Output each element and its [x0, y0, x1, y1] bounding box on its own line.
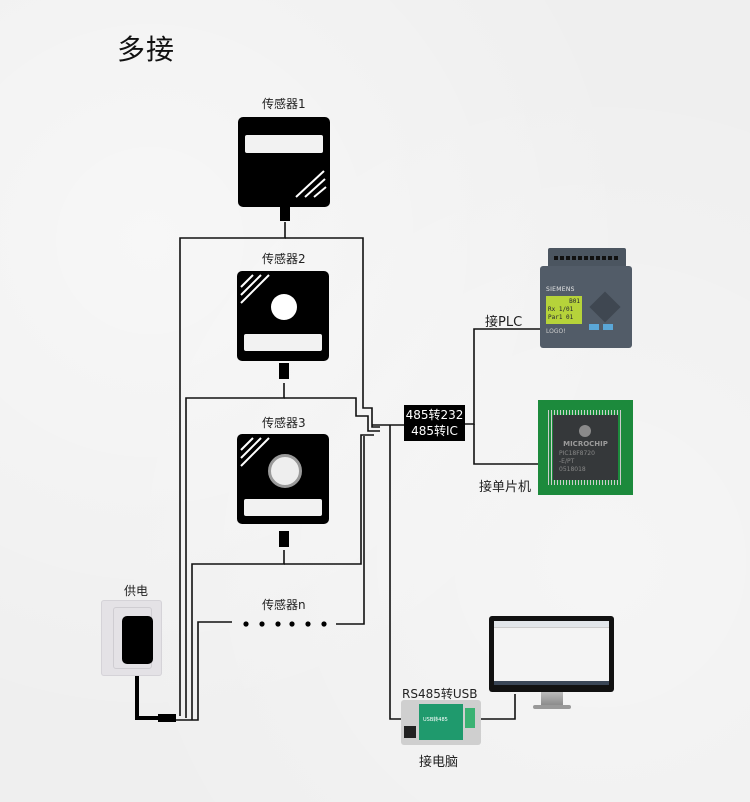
monitor-base — [533, 705, 571, 709]
glare-icon — [295, 170, 327, 198]
plc-dpad — [589, 291, 621, 323]
sensor2-label: 传感器2 — [262, 252, 306, 266]
mcu-part: PIC18F8720 — [559, 450, 595, 457]
page-title: 多接 — [117, 33, 176, 66]
usb-label-plate: USB转485 — [419, 704, 463, 740]
sensor2-connector — [279, 363, 289, 379]
plc-button — [589, 324, 599, 330]
wire-sensor3 — [191, 550, 285, 720]
wire-sensorn-left — [162, 621, 232, 721]
power-outlet — [101, 600, 162, 676]
wire-sensor1 — [179, 222, 286, 716]
converter-line1: 485转232 — [405, 408, 464, 422]
plc-body: SIEMENS B01 Rx 1/01 Par1 01 LOGO! — [540, 266, 632, 348]
glare-icon — [240, 274, 270, 304]
mcu-label: 接单片机 — [479, 480, 532, 495]
dot — [275, 621, 281, 627]
plc-label: 接PLC — [485, 315, 523, 330]
mcu-brand: MICROCHIP — [563, 440, 608, 448]
wire-sensor2 — [185, 383, 285, 718]
dot — [321, 621, 327, 627]
wire-plc — [465, 328, 540, 425]
usb-label: RS485转USB — [402, 687, 478, 701]
plc-device: SIEMENS B01 Rx 1/01 Par1 01 LOGO! — [540, 248, 632, 350]
mcu-lot: 0518018 — [559, 466, 586, 473]
dot — [289, 621, 295, 627]
mcu-chip: MICROCHIP PIC18F8720 -E/PT 0518018 — [553, 415, 618, 480]
sensor3-label: 传感器3 — [262, 416, 306, 430]
terminal-block — [465, 708, 475, 728]
microchip-logo-icon — [579, 425, 591, 437]
power-adapter — [122, 616, 153, 664]
mcu-board: MICROCHIP PIC18F8720 -E/PT 0518018 — [538, 400, 633, 495]
pc-monitor — [489, 616, 614, 712]
sensor-probe — [271, 294, 297, 320]
plc-terminal-top — [548, 248, 626, 268]
sensor-display — [244, 334, 322, 351]
wire-sensor3-right — [284, 434, 374, 565]
pc-label: 接电脑 — [419, 755, 459, 770]
monitor-stand — [541, 692, 563, 706]
monitor-screen — [494, 621, 609, 685]
sensor1-connector — [280, 206, 290, 221]
sensor-display — [244, 499, 322, 516]
dot — [305, 621, 311, 627]
sensorn-label: 传感器n — [262, 598, 306, 612]
sensor1-label: 传感器1 — [262, 97, 306, 111]
wire-mcu — [473, 424, 540, 465]
wire-monitor — [478, 694, 516, 720]
wire-sensorn-right — [336, 436, 365, 625]
usb-converter-device: USB转485 — [401, 700, 481, 745]
wire-sensor1-right — [285, 237, 380, 428]
monitor-bezel — [489, 616, 614, 692]
sensor3-connector — [279, 531, 289, 547]
dot — [259, 621, 265, 627]
wire-usb — [389, 425, 404, 720]
converter-line2: 485转IC — [411, 424, 458, 438]
plc-brand: SIEMENS — [546, 286, 575, 293]
converter-box: 485转232 485转IC — [404, 405, 465, 441]
power-plug — [158, 714, 176, 722]
sensor-probe — [268, 454, 302, 488]
plc-button — [603, 324, 613, 330]
glare-icon — [240, 437, 270, 467]
mcu-sub: -E/PT — [559, 458, 575, 465]
wire-sensor2-right — [284, 397, 380, 432]
usb-port — [404, 726, 416, 738]
dot — [243, 621, 249, 627]
sensor-display — [245, 135, 323, 153]
ellipsis-dots — [243, 621, 327, 627]
power-cable — [135, 665, 160, 720]
sensor3-device — [237, 434, 329, 524]
plc-model: LOGO! — [546, 328, 566, 335]
power-label: 供电 — [124, 584, 149, 598]
plc-screen: B01 Rx 1/01 Par1 01 — [546, 296, 582, 324]
sensor2-device — [237, 271, 329, 361]
sensor1-device — [238, 117, 330, 207]
